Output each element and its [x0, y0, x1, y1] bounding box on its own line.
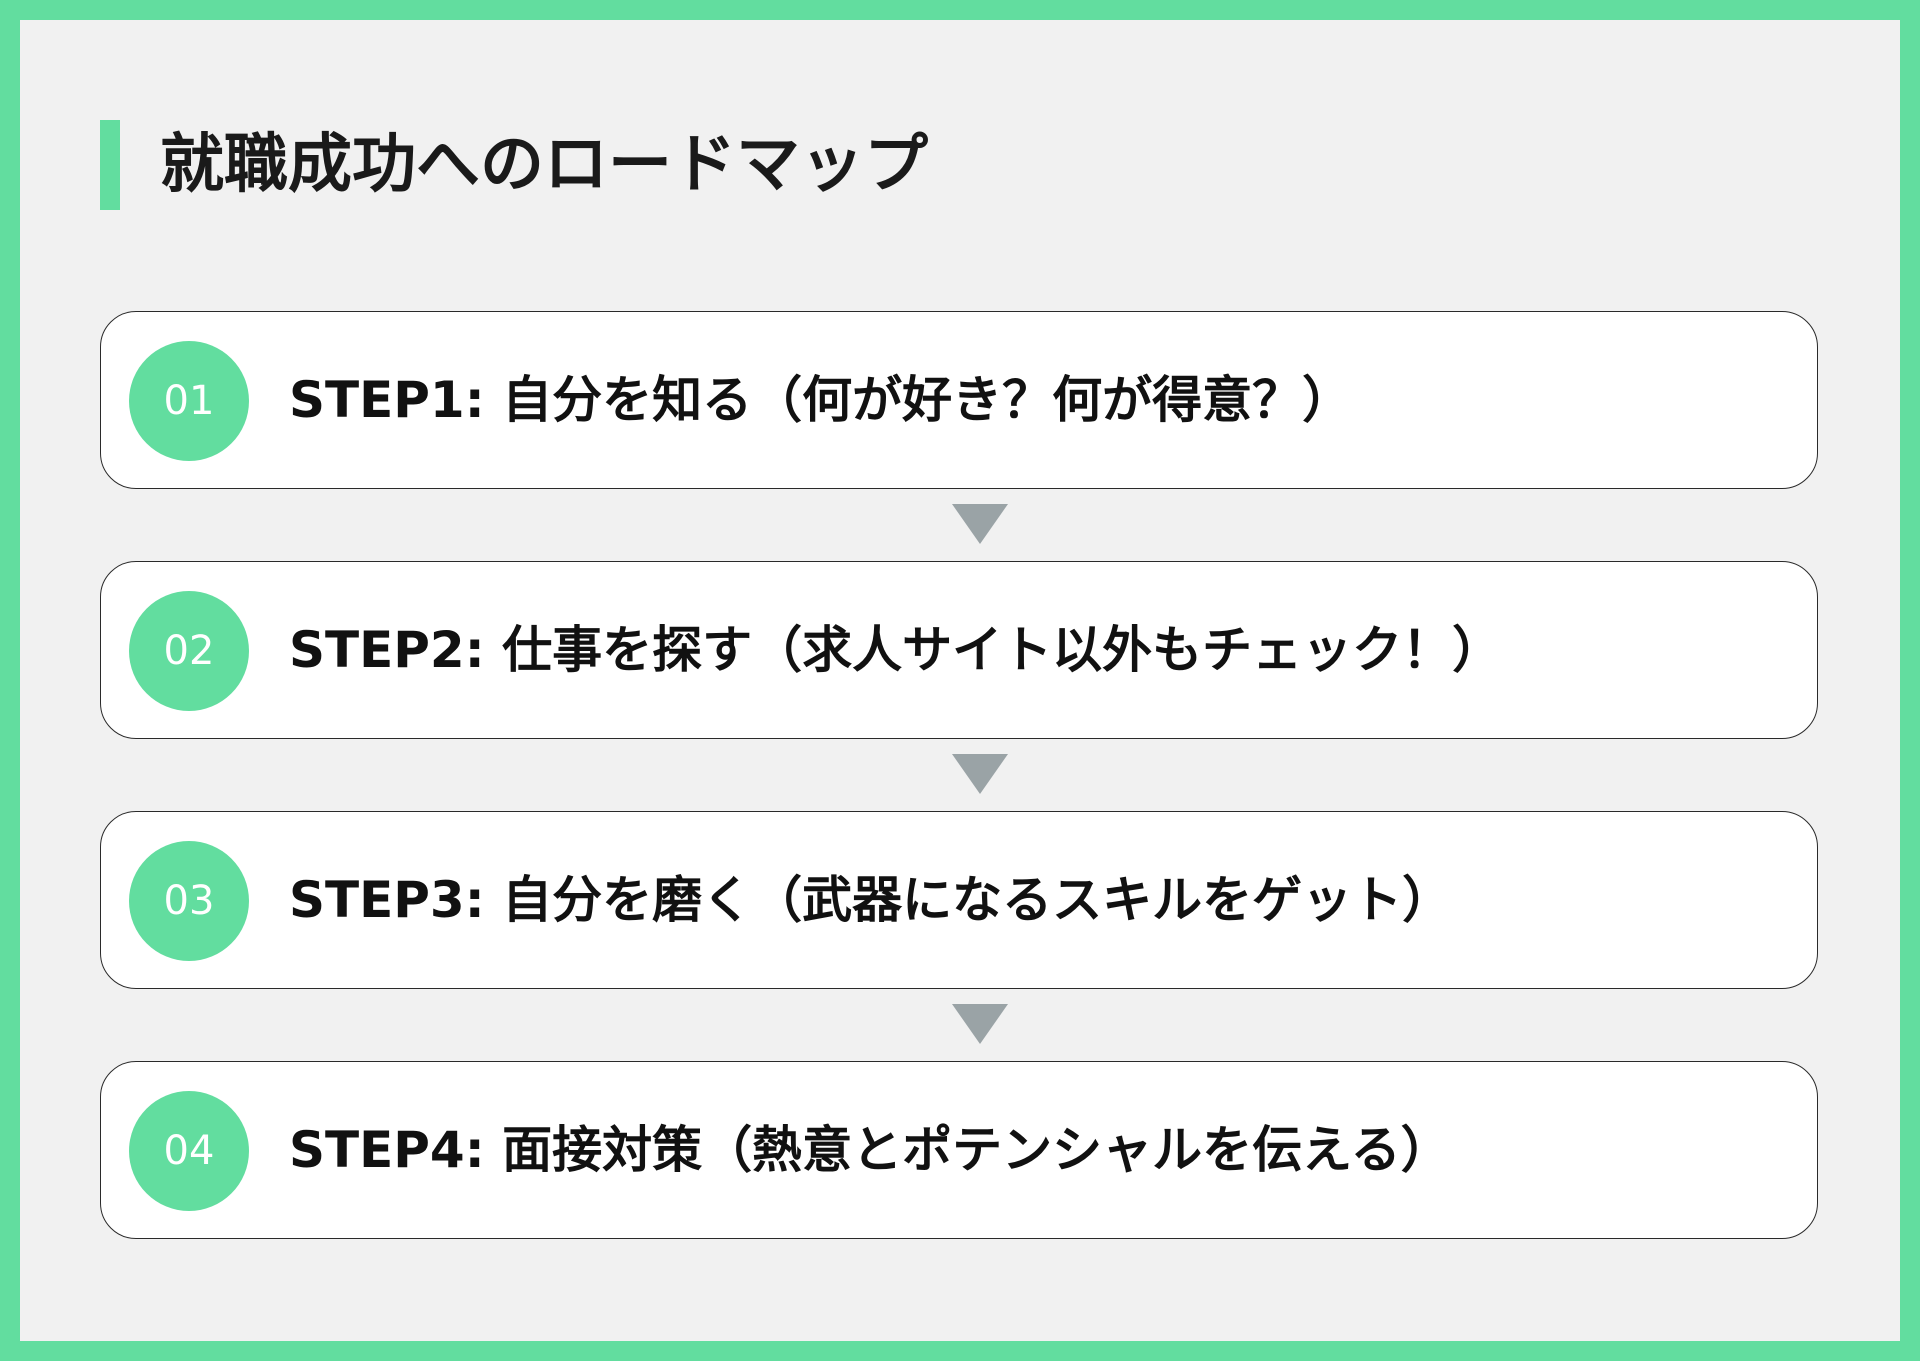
step-number-badge: 02: [129, 591, 249, 711]
step-label: STEP2: 仕事を探す（求人サイト以外もチェック！）: [289, 621, 1503, 679]
step-card-2: 02 STEP2: 仕事を探す（求人サイト以外もチェック！）: [100, 561, 1818, 739]
step-number-badge: 03: [129, 841, 249, 961]
step-label: STEP1: 自分を知る（何が好き？何が得意？）: [289, 371, 1353, 429]
title-accent-bar: [100, 120, 120, 210]
roadmap-panel: 就職成功へのロードマップ 01 STEP1: 自分を知る（何が好き？何が得意？）…: [20, 20, 1900, 1341]
step-card-3: 03 STEP3: 自分を磨く（武器になるスキルをゲット）: [100, 811, 1818, 989]
down-arrow-icon: [952, 754, 1008, 794]
step-number-badge: 01: [129, 341, 249, 461]
step-card-4: 04 STEP4: 面接対策（熱意とポテンシャルを伝える）: [100, 1061, 1818, 1239]
step-label: STEP4: 面接対策（熱意とポテンシャルを伝える）: [289, 1121, 1451, 1179]
step-label: STEP3: 自分を磨く（武器になるスキルをゲット）: [289, 871, 1453, 929]
down-arrow-icon: [952, 504, 1008, 544]
down-arrow-icon: [952, 1004, 1008, 1044]
step-number-badge: 04: [129, 1091, 249, 1211]
step-card-1: 01 STEP1: 自分を知る（何が好き？何が得意？）: [100, 311, 1818, 489]
page-title: 就職成功へのロードマップ: [160, 128, 928, 202]
